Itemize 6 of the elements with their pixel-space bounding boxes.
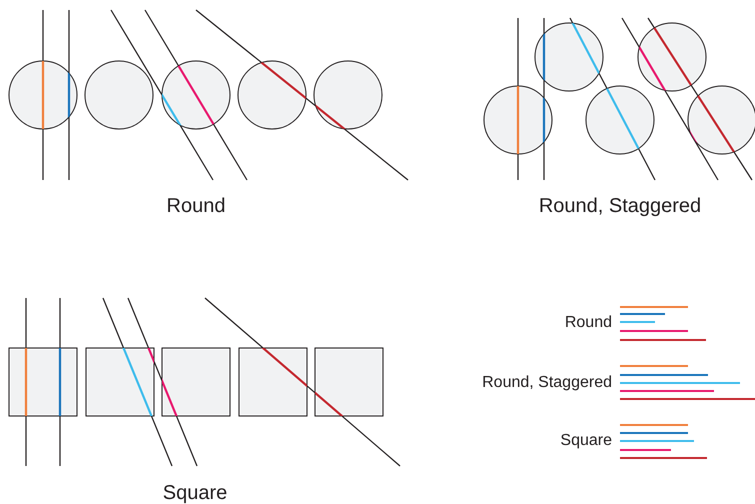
panel-caption: Square	[162, 483, 228, 503]
row-label: Round	[564, 315, 612, 331]
row-label: Round, Staggered	[482, 375, 612, 391]
row-label: Square	[560, 433, 612, 449]
panel-caption: Round, Staggered	[538, 196, 702, 216]
panel-caption: Round	[166, 196, 226, 216]
